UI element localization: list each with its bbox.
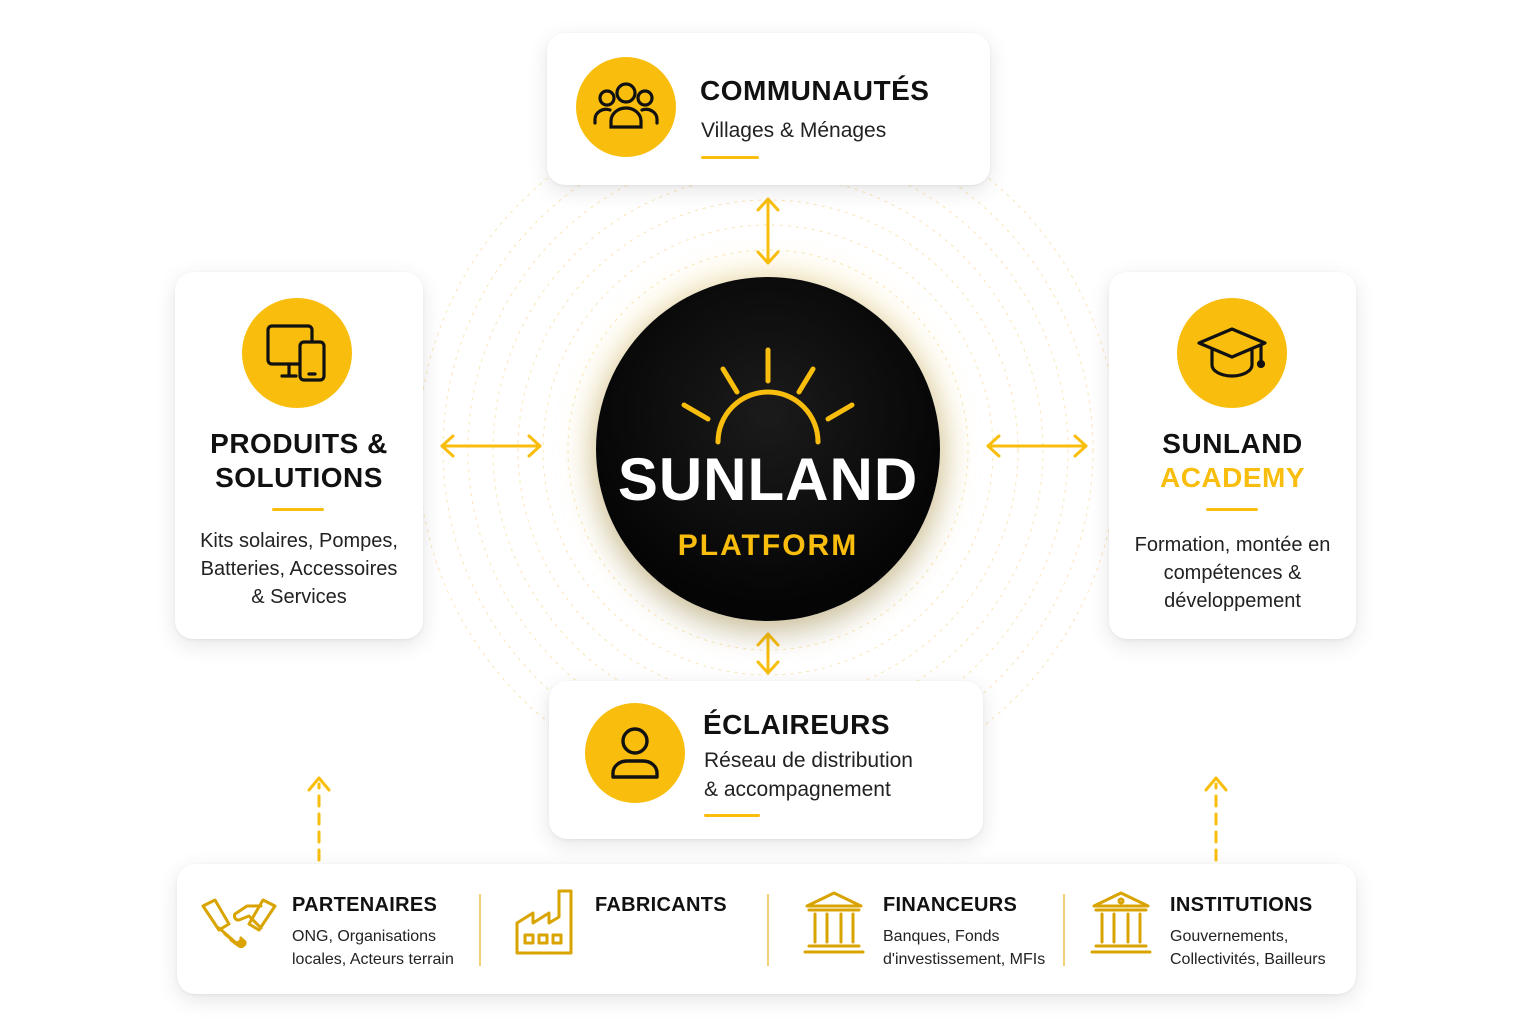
- produits-desc-line3: & Services: [251, 586, 347, 608]
- academy-title-line2: ACADEMY: [1159, 462, 1306, 493]
- brand-name: SUNLAND: [617, 446, 919, 513]
- strip-divider: [479, 894, 481, 966]
- academy-rule: [1206, 508, 1258, 511]
- institutions-title: INSTITUTIONS: [1170, 894, 1313, 916]
- arrow-right: [986, 434, 1088, 458]
- handshake-icon: [201, 898, 277, 949]
- academy-desc-line1: Formation, montée en: [1134, 534, 1331, 556]
- strip-divider: [1063, 894, 1065, 966]
- institutions-desc-line1: Gouvernements,: [1170, 928, 1289, 945]
- strip-item-partenaires[interactable]: PARTENAIRES ONG, Organisations locales, …: [177, 864, 477, 994]
- platform-label: PLATFORM: [677, 529, 859, 562]
- fabricants-title: FABRICANTS: [595, 894, 727, 916]
- partenaires-title: PARTENAIRES: [292, 894, 438, 916]
- communautes-title: COMMUNAUTÉS: [700, 75, 930, 106]
- eclaireurs-rule: [704, 814, 760, 817]
- eclaireurs-subtitle-line1: Réseau de distribution: [704, 749, 913, 772]
- institutions-desc-line2: Collectivités, Bailleurs: [1170, 951, 1326, 968]
- eclaireurs-card[interactable]: ÉCLAIREURS Réseau de distribution & acco…: [549, 681, 983, 839]
- arrow-top: [756, 197, 780, 265]
- strip-item-financeurs[interactable]: FINANCEURS Banques, Fonds d'investisseme…: [769, 864, 1061, 994]
- graduation-cap-icon: [1197, 327, 1267, 378]
- arrow-left: [440, 434, 542, 458]
- strip-item-institutions[interactable]: INSTITUTIONS Gouvernements, Collectivité…: [1065, 864, 1356, 994]
- bank-icon: [803, 891, 865, 954]
- produits-card[interactable]: PRODUITS & SOLUTIONS Kits solaires, Pomp…: [175, 272, 423, 639]
- eclaireurs-subtitle-line2: & accompagnement: [704, 778, 891, 801]
- financeurs-title: FINANCEURS: [883, 894, 1018, 916]
- communautes-icon-badge: [576, 57, 676, 157]
- academy-title-line1: SUNLAND: [1162, 428, 1303, 459]
- devices-icon: [266, 324, 326, 382]
- stakeholders-strip: PARTENAIRES ONG, Organisations locales, …: [177, 864, 1356, 994]
- produits-icon-badge: [242, 298, 352, 408]
- eclaireurs-title: ÉCLAIREURS: [703, 709, 891, 740]
- academy-icon-badge: [1177, 298, 1287, 408]
- partenaires-desc-line2: locales, Acteurs terrain: [292, 951, 454, 968]
- communautes-subtitle: Villages & Ménages: [701, 119, 887, 142]
- sunland-platform-hub[interactable]: SUNLAND PLATFORM: [596, 277, 940, 621]
- eclaireurs-icon-badge: [585, 703, 685, 803]
- institution-icon: [1090, 891, 1152, 954]
- financeurs-desc-line2: d'investissement, MFIs: [883, 951, 1046, 968]
- sun-icon: [681, 347, 855, 445]
- communautes-rule: [701, 156, 759, 159]
- financeurs-desc-line1: Banques, Fonds: [883, 928, 1000, 945]
- produits-title-line2: SOLUTIONS: [215, 462, 383, 493]
- user-icon: [611, 727, 659, 779]
- academy-card[interactable]: SUNLAND ACADEMY Formation, montée en com…: [1109, 272, 1356, 639]
- strip-divider: [767, 894, 769, 966]
- produits-title-line1: PRODUITS &: [210, 428, 388, 459]
- produits-desc-line1: Kits solaires, Pompes,: [200, 530, 398, 552]
- produits-rule: [272, 508, 324, 511]
- communautes-card[interactable]: COMMUNAUTÉS Villages & Ménages: [547, 33, 990, 185]
- people-group-icon: [593, 82, 659, 129]
- academy-desc-line3: développement: [1164, 590, 1301, 612]
- factory-icon: [515, 889, 573, 955]
- academy-desc-line2: compétences &: [1163, 562, 1302, 584]
- strip-item-fabricants[interactable]: FABRICANTS: [481, 864, 767, 994]
- produits-desc-line2: Batteries, Accessoires: [200, 558, 398, 580]
- arrow-bottom: [756, 632, 780, 675]
- partenaires-desc-line1: ONG, Organisations: [292, 928, 437, 945]
